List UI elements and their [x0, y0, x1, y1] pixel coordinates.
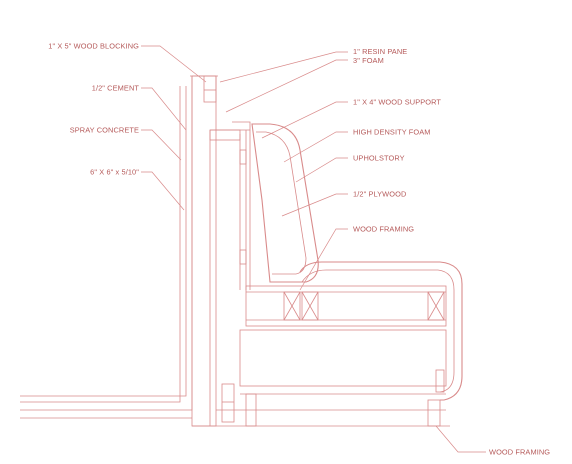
framing-block-1 — [283, 291, 301, 321]
backrest-assembly — [209, 121, 319, 290]
leader-lines — [141, 45, 486, 453]
labels: 1" X 5" WOOD BLOCKING 1/2" CEMENT SPRAY … — [48, 42, 550, 457]
leader-wood-support — [261, 101, 348, 139]
leader-plywood — [281, 193, 348, 217]
label-post: 6" X 6" x 5/10" — [90, 168, 139, 177]
label-foam: 3" FOAM — [353, 56, 384, 65]
seat-cushion-outline — [299, 261, 463, 401]
leader-post — [141, 171, 185, 211]
back-foam-inner — [256, 131, 307, 275]
leader-spray-concrete — [141, 129, 182, 161]
leader-wood-framing — [299, 228, 348, 291]
label-wood-framing-bottom: WOOD FRAMING — [489, 448, 550, 457]
cement-layer — [20, 86, 187, 397]
leader-high-density-foam — [283, 131, 348, 163]
seat-base-box — [239, 329, 447, 387]
base-block — [221, 383, 235, 423]
back-block-2 — [239, 249, 247, 265]
framing-block-1-x2 — [283, 291, 301, 321]
framing-block-2 — [301, 291, 319, 321]
seat-assembly — [216, 261, 463, 427]
seat-cushion-inner — [301, 269, 455, 393]
label-wood-framing: WOOD FRAMING — [353, 225, 414, 234]
seat-frame-box — [245, 285, 447, 327]
label-wood-support: 1" X 4" WOOD SUPPORT — [353, 98, 441, 107]
framing-block-3-x2 — [427, 291, 445, 321]
label-upholstory: UPHOLSTORY — [353, 154, 405, 163]
wood-blocking — [203, 75, 217, 103]
leader-foam — [225, 59, 348, 113]
label-wood-blocking: 1" X 5" WOOD BLOCKING — [48, 42, 139, 51]
leader-cement — [141, 87, 187, 131]
label-resin-pane: 1" RESIN PANE — [353, 47, 407, 56]
framing-block-3 — [427, 291, 445, 321]
wall-assembly — [20, 75, 450, 427]
label-plywood: 1/2" PLYWOOD — [353, 190, 406, 199]
leader-wood-blocking — [141, 45, 207, 83]
label-cement: 1/2" CEMENT — [92, 84, 140, 93]
spray-concrete-outline — [20, 86, 181, 403]
leader-wood-framing-bottom — [435, 425, 486, 453]
back-block-1 — [239, 149, 247, 165]
leader-upholstory — [295, 157, 348, 183]
leader-resin-pane — [219, 51, 348, 83]
wood-support — [209, 129, 241, 141]
label-spray-concrete: SPRAY CONCRETE — [70, 126, 139, 135]
front-leg — [427, 399, 441, 427]
framing-block-2-x2 — [301, 291, 319, 321]
post-6x6 — [191, 75, 217, 427]
front-block — [435, 369, 445, 393]
label-high-density-foam: HIGH DENSITY FOAM — [353, 128, 431, 137]
